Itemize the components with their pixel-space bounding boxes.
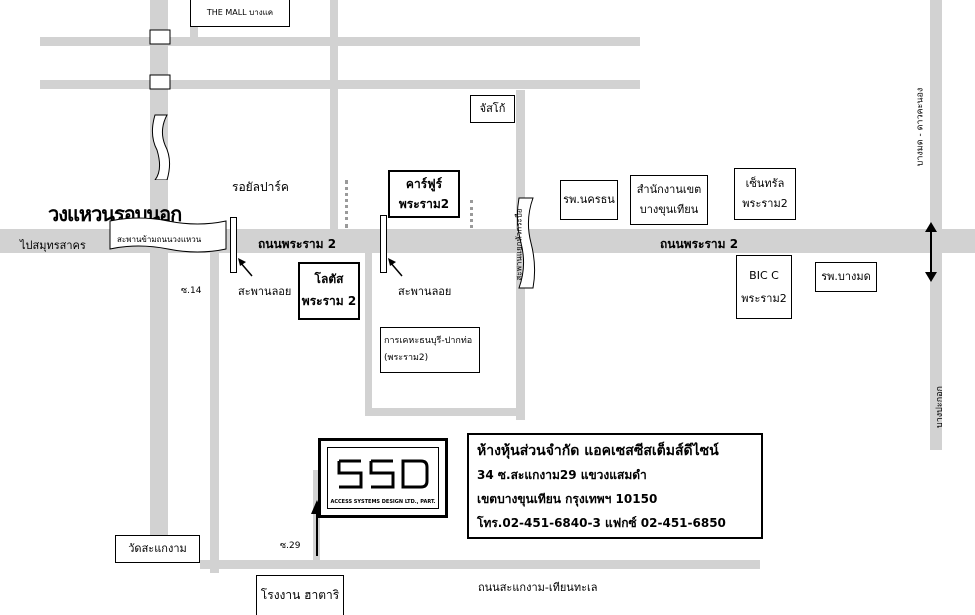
ring-crossing-bridge-shape bbox=[109, 217, 227, 253]
district-office-line2: บางขุนเทียน bbox=[639, 203, 699, 216]
the-mall-label: THE MALL บางแค bbox=[206, 8, 274, 18]
north-road-top bbox=[40, 37, 640, 46]
district-office-box: สำนักงานเขต บางขุนเทียน bbox=[630, 175, 708, 225]
central-line2: พระราม2 bbox=[742, 197, 788, 210]
floating-bridge-1 bbox=[230, 217, 237, 273]
rama2-label-left: ถนนพระราม 2 bbox=[258, 237, 337, 251]
factory-box: โรงงาน ฮาตาริ bbox=[256, 575, 344, 615]
ring-road-shield-icon bbox=[149, 29, 171, 180]
power-authority-box: การเคหะธนบุรี-ปากท่อ (พระราม2) bbox=[380, 327, 480, 373]
floating-bridge-2-label: สะพานลอย bbox=[398, 285, 452, 298]
the-mall-box: THE MALL บางแค bbox=[190, 0, 290, 27]
company-phone: โทร.02-451-6840-3 แฟกซ์ 02-451-6850 bbox=[477, 516, 726, 530]
wat-sakaengam-box: วัดสะแกงาม bbox=[115, 535, 200, 563]
company-name: ห้างหุ้นส่วนจำกัด แอคเซสซีสเต็มส์ดีไซน์ bbox=[477, 443, 719, 459]
jusco-label: จัสโก้ bbox=[479, 101, 506, 115]
samut-sakhon-label: ไปสมุทรสาคร bbox=[20, 239, 86, 252]
jusco-box: จัสโก้ bbox=[470, 95, 515, 123]
lotus-line2: พระราม 2 bbox=[301, 294, 357, 308]
factory-label: โรงงาน ฮาตาริ bbox=[260, 588, 340, 603]
dotted-road-2 bbox=[470, 200, 473, 228]
north-south-arrow-icon bbox=[925, 222, 937, 282]
ring-crossing-bridge-label: สะพานข้ามถนนวงแหวน bbox=[117, 235, 202, 244]
company-logo: ACCESS SYSTEMS DESIGN LTD., PART. bbox=[318, 438, 448, 518]
right-top-label: บางมด - ดาวคะนอง bbox=[915, 87, 926, 167]
jusco-vertical bbox=[516, 90, 525, 420]
central-line1: เซ็นทรัล bbox=[745, 177, 785, 191]
hospital-nakhon-box: รพ.นครธน bbox=[560, 180, 618, 220]
company-address-2: เขตบางขุนเทียน กรุงเทพฯ 10150 bbox=[477, 492, 658, 506]
right-edge-road bbox=[930, 0, 942, 450]
carrefour-line1: คาร์ฟูร์ bbox=[405, 176, 443, 191]
right-bottom-label: บางปะกอก bbox=[935, 385, 946, 429]
big-c-box: BIC C พระราม2 bbox=[736, 255, 792, 319]
royal-park-label: รอยัลปาร์ค bbox=[232, 180, 289, 194]
logo-caption: ACCESS SYSTEMS DESIGN LTD., PART. bbox=[330, 499, 436, 505]
soi14-label: ซ.14 bbox=[181, 286, 202, 296]
asd-logo-mark-icon bbox=[337, 459, 429, 489]
power-authority-line1: การเคหะธนบุรี-ปากท่อ bbox=[384, 335, 473, 346]
carrefour-box: คาร์ฟูร์ พระราม2 bbox=[388, 170, 460, 218]
floating-bridge-1-label: สะพานลอย bbox=[238, 285, 292, 298]
big-c-line2: พระราม2 bbox=[741, 292, 787, 305]
carrefour-line2: พระราม2 bbox=[398, 197, 450, 211]
lower-horizontal bbox=[365, 408, 525, 416]
big-c-line1: BIC C bbox=[749, 268, 779, 282]
rama2-label-right: ถนนพระราม 2 bbox=[660, 237, 739, 251]
canal-bridge-shape bbox=[516, 197, 536, 289]
soi29-label: ซ.29 bbox=[280, 541, 301, 551]
central-box: เซ็นทรัล พระราม2 bbox=[734, 168, 796, 220]
lower-vertical bbox=[365, 253, 372, 416]
north-road-second bbox=[40, 80, 640, 89]
bottom-road bbox=[200, 560, 760, 569]
arrow-to-bridge-1-icon bbox=[238, 258, 253, 277]
hospital-nakhon-label: รพ.นครธน bbox=[563, 192, 615, 206]
dotted-road-1 bbox=[345, 180, 348, 228]
canal-bridge-label: สะพานแยกหัวกระบือ bbox=[514, 208, 524, 281]
wat-sakaengam-label: วัดสะแกงาม bbox=[128, 541, 187, 555]
arrow-to-bridge-2-icon bbox=[388, 258, 403, 277]
district-office-line1: สำนักงานเขต bbox=[636, 183, 702, 197]
north-vertical bbox=[330, 0, 338, 229]
hospital-bangmod-box: รพ.บางมด bbox=[815, 262, 877, 292]
lotus-box: โลตัส พระราม 2 bbox=[298, 262, 360, 320]
company-info-box: ห้างหุ้นส่วนจำกัด แอคเซสซีสเต็มส์ดีไซน์ … bbox=[467, 433, 763, 539]
hospital-bangmod-label: รพ.บางมด bbox=[821, 269, 871, 283]
lotus-line1: โลตัส bbox=[314, 272, 344, 287]
floating-bridge-2 bbox=[380, 215, 387, 273]
bottom-road-label: ถนนสะแกงาม-เทียนทะเล bbox=[478, 581, 598, 594]
soi-vertical-1 bbox=[210, 253, 219, 573]
company-address-1: 34 ซ.สะแกงาม29 แขวงแสมดำ bbox=[477, 468, 647, 482]
power-authority-line2: (พระราม2) bbox=[384, 353, 429, 363]
